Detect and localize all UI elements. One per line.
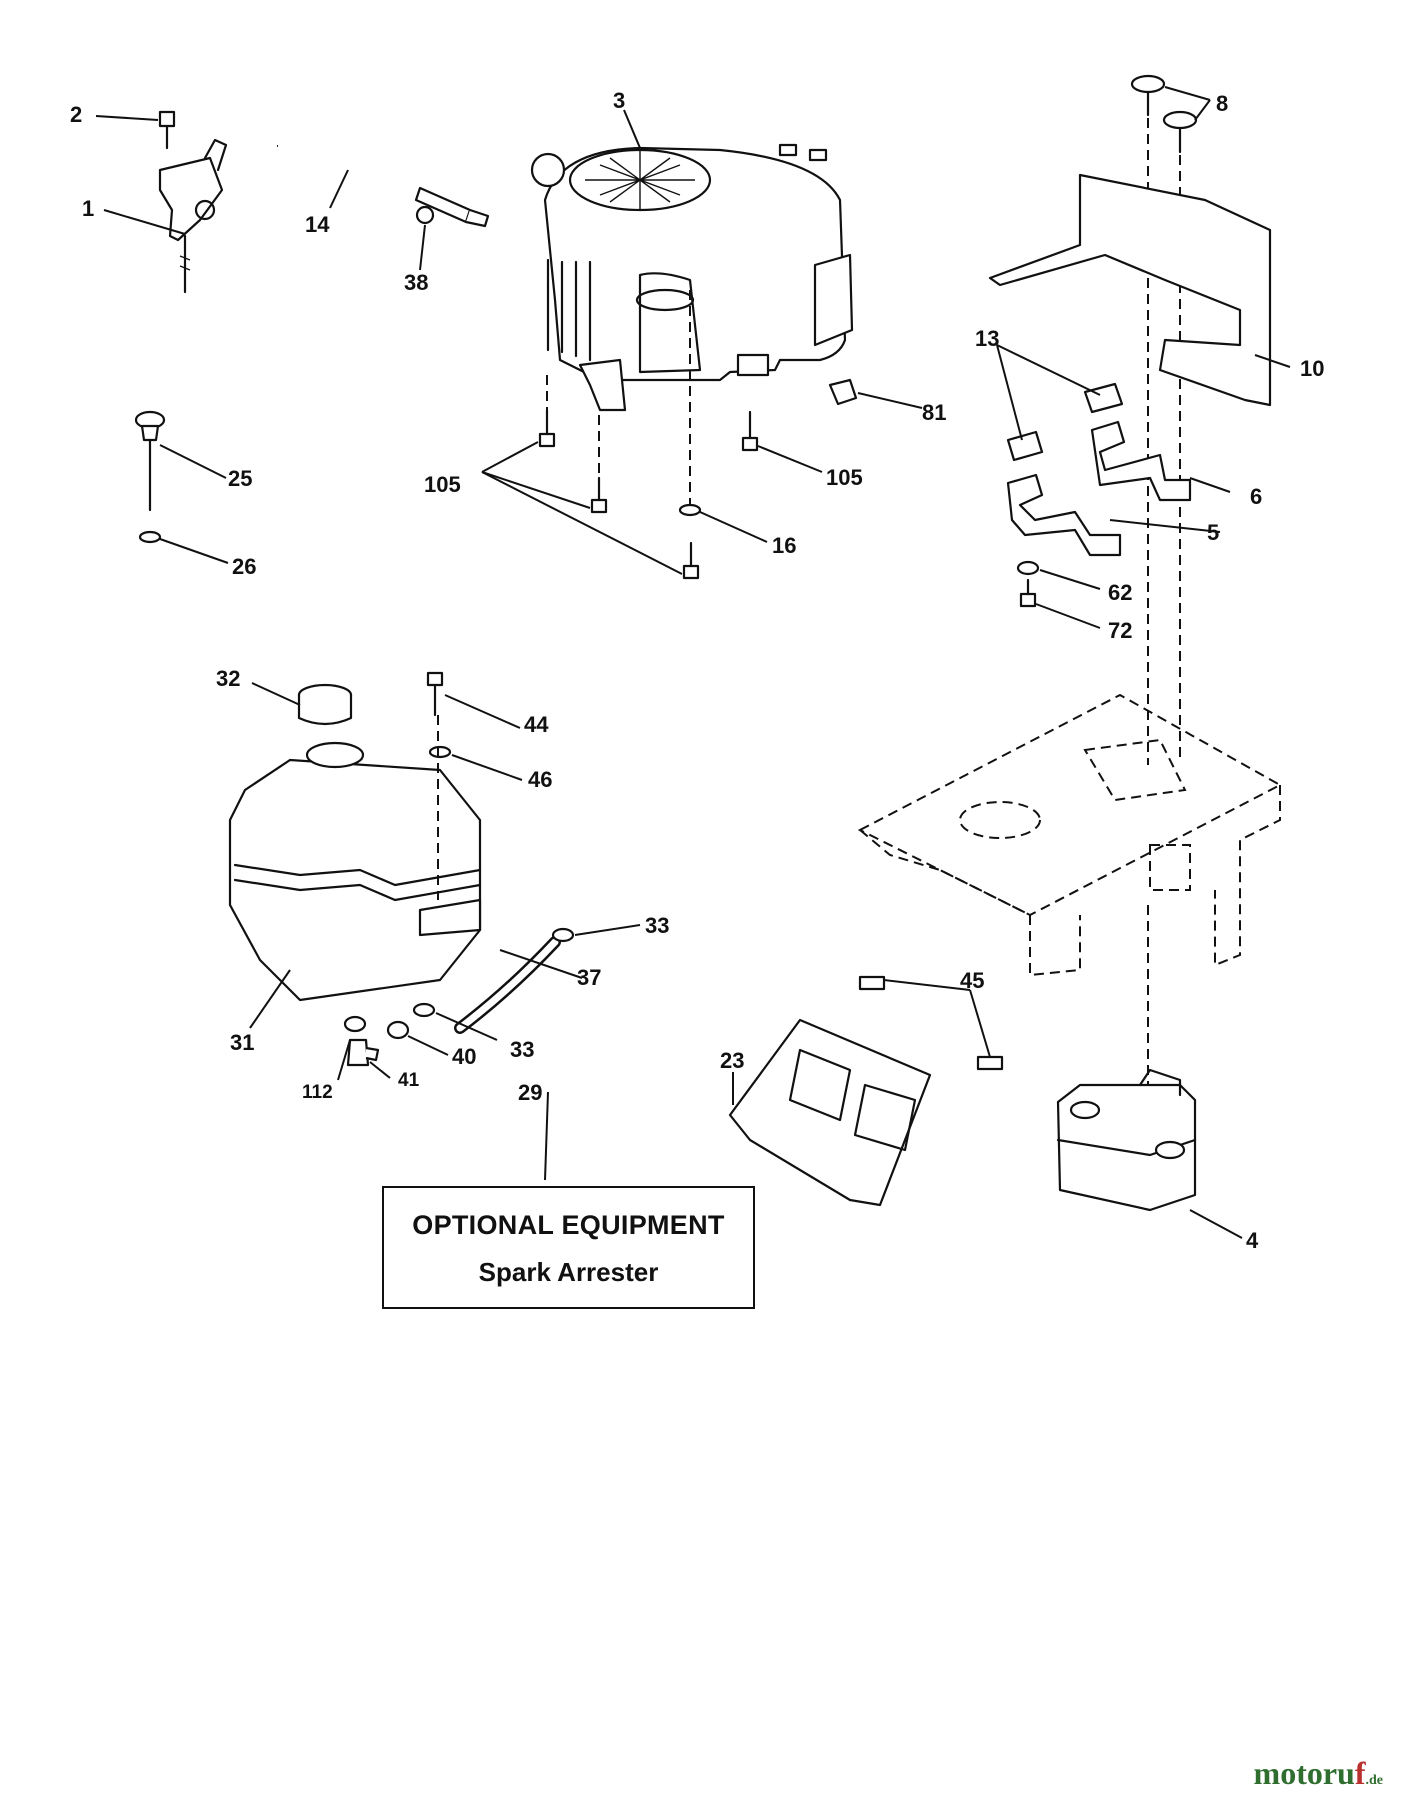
- label-part-6: 6: [1250, 484, 1262, 509]
- label-part-16: 16: [772, 533, 796, 558]
- label-part-32: 32: [216, 666, 240, 691]
- label-part-26: 26: [232, 554, 256, 579]
- label-part-14: 14: [305, 212, 330, 237]
- optional-equipment-box: OPTIONAL EQUIPMENT Spark Arrester: [382, 1186, 755, 1309]
- part-5-exhaust-pipe: [1006, 473, 1122, 557]
- label-part-62: 62: [1108, 580, 1132, 605]
- label-part-41: 41: [398, 1070, 420, 1091]
- optional-equipment-title: OPTIONAL EQUIPMENT: [412, 1210, 725, 1240]
- label-part-45: 45: [960, 968, 984, 993]
- part-33-clamp-lower: [412, 1002, 436, 1018]
- leader-lines: [95, 86, 1291, 1239]
- part-31-fuel-tank: [228, 741, 482, 1002]
- part-10-heat-shield: [988, 173, 1272, 407]
- label-part-40: 40: [452, 1044, 476, 1069]
- part-number-labels: 2 1 3 14 38 81 105 105 16 25 26 8 10 13 …: [70, 88, 1324, 1253]
- part-6-exhaust-pipe: [1090, 420, 1192, 502]
- label-part-10: 10: [1300, 356, 1324, 381]
- part-33-clamp-upper: [551, 927, 575, 943]
- part-105-bolt-mid: [590, 476, 608, 514]
- optional-equipment-subtitle: Spark Arrester: [478, 1257, 659, 1287]
- label-part-44: 44: [524, 712, 549, 737]
- part-44-bolt: [426, 671, 444, 717]
- chassis-frame-outline: [857, 693, 1283, 977]
- part-4-muffler: [1056, 1068, 1197, 1212]
- part-62-washer: [1016, 560, 1040, 576]
- label-part-37: 37: [577, 965, 601, 990]
- part-13-gaskets: [1006, 382, 1124, 462]
- part-1-throttle-control: [158, 138, 228, 294]
- part-41-fuel-valve: [346, 1038, 380, 1067]
- label-part-38: 38: [404, 270, 428, 295]
- label-part-23: 23: [720, 1048, 744, 1073]
- label-part-72: 72: [1108, 618, 1132, 643]
- label-part-5: 5: [1207, 520, 1219, 545]
- part-14-fuel-hose: [276, 141, 423, 199]
- part-26-washer: [138, 530, 162, 544]
- brand-watermark: motoruf.de: [1253, 1755, 1383, 1791]
- label-part-3: 3: [613, 88, 625, 113]
- label-part-29: 29: [518, 1080, 542, 1105]
- part-46-washer: [428, 745, 452, 759]
- part-3-engine: [530, 143, 854, 412]
- label-part-13: 13: [975, 326, 999, 351]
- label-part-31: 31: [230, 1030, 254, 1055]
- label-part-2: 2: [70, 102, 82, 127]
- part-105-bolt-lower: [682, 541, 700, 580]
- part-38-fuel-filter: [414, 186, 490, 228]
- label-part-46: 46: [528, 767, 552, 792]
- part-45-screws: [858, 975, 1004, 1071]
- label-part-33-upper: 33: [645, 913, 669, 938]
- label-part-112: 112: [302, 1082, 333, 1103]
- part-37-fuel-line: [454, 936, 561, 1034]
- part-105-bolt-right: [741, 410, 759, 452]
- label-part-8: 8: [1216, 91, 1228, 116]
- label-part-105-left: 105: [424, 472, 461, 497]
- part-25-dipstick: [134, 410, 166, 512]
- label-part-33-lower: 33: [510, 1037, 534, 1062]
- part-32-fuel-cap: [297, 683, 353, 726]
- part-23-spark-arrester: [728, 1018, 932, 1207]
- part-105-bolt-left: [538, 408, 556, 448]
- part-40-bushing: [386, 1020, 410, 1040]
- part-72-bolt: [1019, 578, 1037, 608]
- part-8-bolts: [1130, 74, 1198, 154]
- part-2-screw: [158, 110, 176, 150]
- part-81-fitting: [828, 378, 858, 406]
- label-part-1: 1: [82, 196, 94, 221]
- part-16-washer: [678, 503, 702, 517]
- label-part-4: 4: [1246, 1228, 1259, 1253]
- label-part-105-right: 105: [826, 465, 863, 490]
- label-part-81: 81: [922, 400, 946, 425]
- label-part-25: 25: [228, 466, 252, 491]
- part-112-bushing: [343, 1015, 367, 1033]
